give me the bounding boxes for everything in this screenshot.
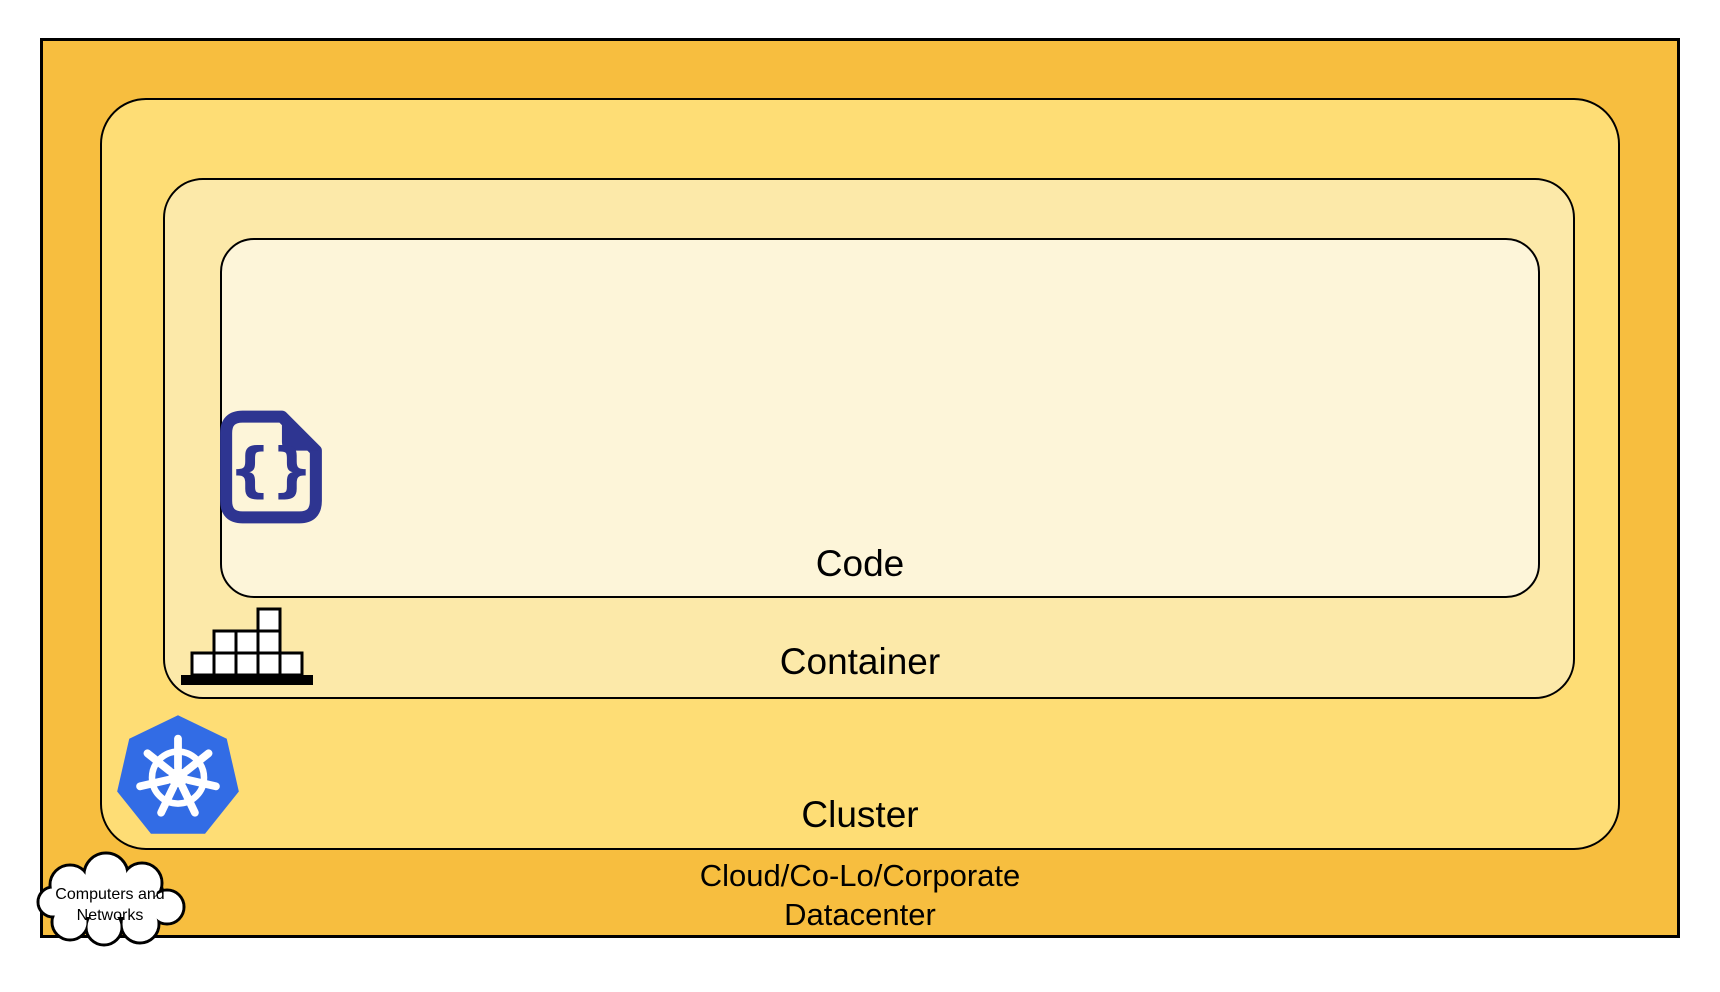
container-crate [234,651,260,677]
computers-networks-cloud-icon: Computers and Networks [36,851,186,947]
helm-spokes [136,734,220,817]
cloud-body [39,854,183,944]
code-file-fold [281,414,319,451]
container-crate [234,629,260,655]
cloud-callout-line1: Computers and [55,886,164,903]
code-file-icon: {} [220,410,322,524]
layer-code-box [220,238,1540,598]
container-crate [190,651,216,677]
container-crate [212,629,238,655]
container-crate [212,651,238,677]
container-crate [256,607,282,633]
code-braces-glyph: {} [229,435,313,504]
container-stack-icon [181,607,313,685]
container-crate [256,651,282,677]
helm-hub [168,767,188,788]
container-base-bar [181,675,313,685]
container-crate [278,651,304,677]
code-file-outline [220,410,322,524]
kubernetes-helm-icon [117,715,239,834]
container-crate [256,629,282,655]
cloud-callout-line2: Networks [77,907,144,924]
